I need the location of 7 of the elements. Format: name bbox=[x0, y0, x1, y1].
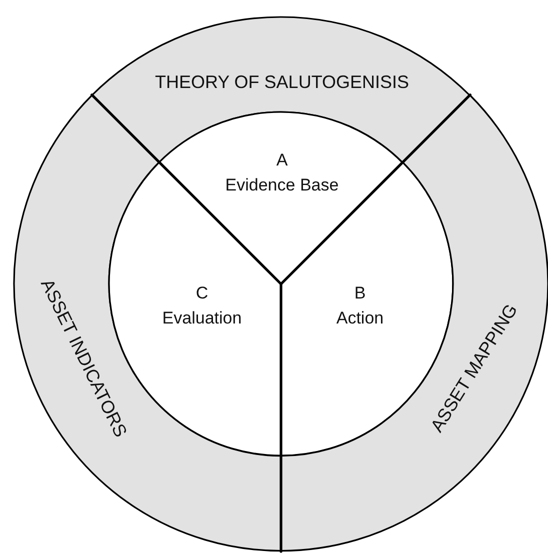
sector-title: Action bbox=[336, 309, 384, 326]
sector-letter: B bbox=[354, 284, 366, 302]
sector-letter: C bbox=[196, 284, 208, 302]
sector-letter: A bbox=[276, 152, 288, 168]
segment-label: THEORY OF SALUTOGENISIS bbox=[154, 73, 410, 91]
sector-title: Evidence Base bbox=[225, 176, 339, 194]
sector-title: Evaluation bbox=[162, 309, 242, 326]
